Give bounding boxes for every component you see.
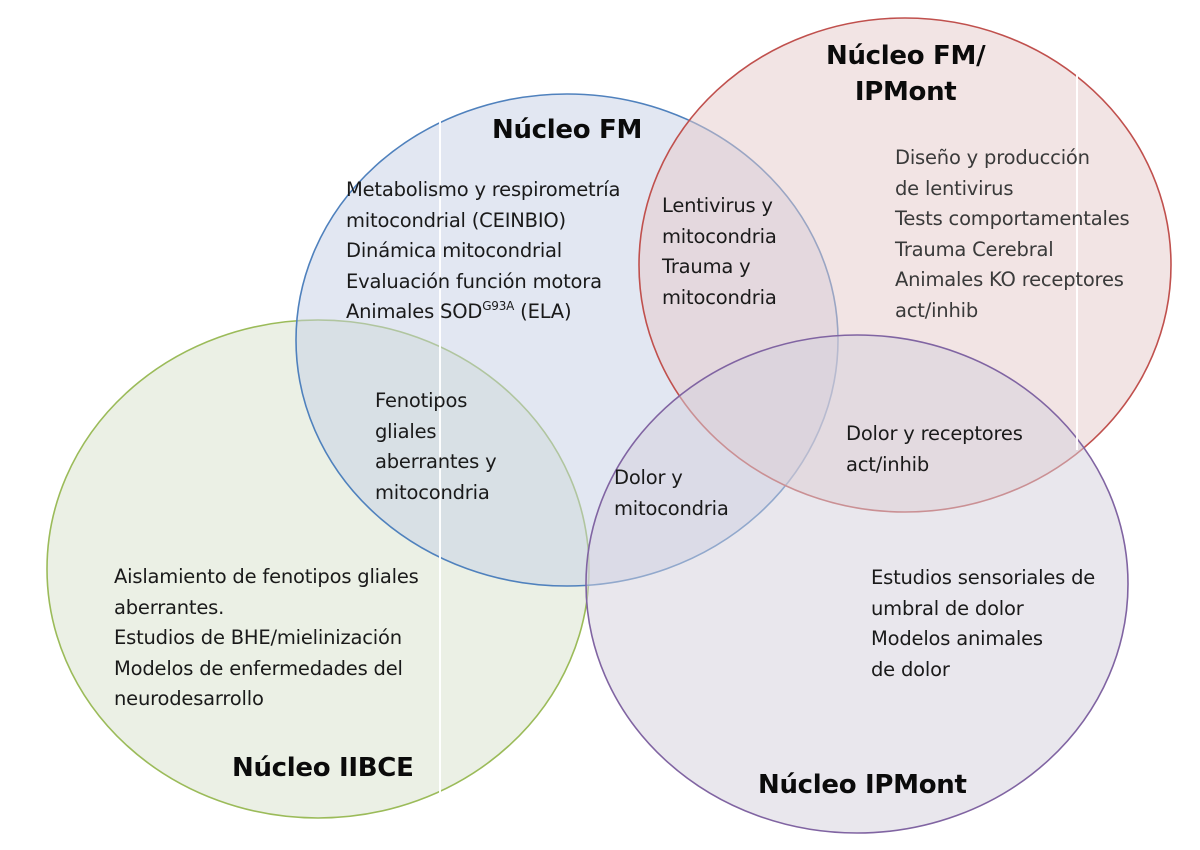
- overlap-item: mitocondria: [662, 224, 777, 248]
- white-divider-line: [439, 115, 441, 805]
- title-nucleo-fm: Núcleo FM: [492, 115, 643, 145]
- white-divider-line: [1076, 70, 1078, 450]
- iibce-item: neurodesarrollo: [114, 687, 264, 710]
- overlap-item: aberrantes y: [375, 450, 497, 473]
- fm-ipmont-item: act/inhib: [895, 298, 979, 322]
- ipmont-item: de dolor: [871, 657, 950, 681]
- overlap-item: mitocondria: [375, 480, 490, 504]
- ipmont-item: Estudios sensoriales de: [871, 566, 1096, 589]
- fm-item-superscript: G93A: [482, 299, 515, 313]
- fm-ipmont-items: Diseño y producción de lentivirus Tests …: [895, 143, 1130, 326]
- fm-item-suffix: (ELA): [514, 300, 572, 323]
- fm-ipmont-item: Diseño y producción: [895, 146, 1090, 169]
- overlap-item: Trauma y: [662, 255, 751, 278]
- fm-ipmont-item: Animales KO receptores: [895, 268, 1124, 291]
- iibce-item: Modelos de enfermedades del: [114, 656, 403, 680]
- fm-item: mitocondrial (CEINBIO): [346, 208, 566, 232]
- overlap-item: Lentivirus y: [662, 194, 773, 217]
- title-line: Núcleo FM/: [826, 41, 986, 71]
- ipmont-items: Estudios sensoriales de umbral de dolor …: [871, 563, 1095, 685]
- overlap-item: mitocondria: [662, 285, 777, 309]
- fm-item-prefix: Animales SOD: [346, 300, 483, 323]
- fm-ipmont-item: Tests comportamentales: [895, 207, 1130, 230]
- iibce-item: Estudios de BHE/mielinización: [114, 626, 402, 649]
- fm-ipmont-item: Trauma Cerebral: [895, 237, 1054, 261]
- ipmont-item: Modelos animales: [871, 627, 1043, 650]
- title-nucleo-iibce: Núcleo IIBCE: [232, 753, 414, 783]
- fm-items: Metabolismo y respirometría mitocondrial…: [346, 175, 620, 328]
- overlap-fm-ipmont-ipmont: Dolor y receptores act/inhib: [846, 419, 1023, 480]
- iibce-items: Aislamiento de fenotipos gliales aberran…: [114, 562, 419, 715]
- overlap-fm-iibce: Fenotipos gliales aberrantes y mitocondr…: [375, 386, 497, 508]
- fm-item: Metabolismo y respirometría: [346, 178, 621, 201]
- overlap-item: Dolor y: [614, 466, 683, 489]
- title-line: IPMont: [854, 77, 957, 107]
- overlap-item: Fenotipos: [375, 389, 468, 412]
- overlap-item: gliales: [375, 419, 437, 443]
- fm-item: Dinámica mitocondrial: [346, 239, 563, 262]
- overlap-item: mitocondria: [614, 496, 729, 520]
- overlap-item: act/inhib: [846, 452, 930, 476]
- iibce-item: aberrantes.: [114, 595, 225, 619]
- overlap-fm-ipmont: Dolor y mitocondria: [614, 463, 729, 524]
- title-nucleo-fm-ipmont: Núcleo FM/ IPMont: [826, 38, 986, 110]
- ipmont-item: umbral de dolor: [871, 596, 1024, 620]
- overlap-item: Dolor y receptores: [846, 422, 1023, 445]
- circle-ipmont: [585, 334, 1129, 834]
- fm-item: Evaluación función motora: [346, 269, 602, 293]
- fm-ipmont-item: de lentivirus: [895, 176, 1014, 200]
- fm-item-sod: Animales SODG93A (ELA): [346, 297, 620, 328]
- title-nucleo-ipmont: Núcleo IPMont: [758, 770, 967, 800]
- iibce-item: Aislamiento de fenotipos gliales: [114, 565, 419, 588]
- overlap-fm-fm-ipmont: Lentivirus y mitocondria Trauma y mitoco…: [662, 191, 777, 313]
